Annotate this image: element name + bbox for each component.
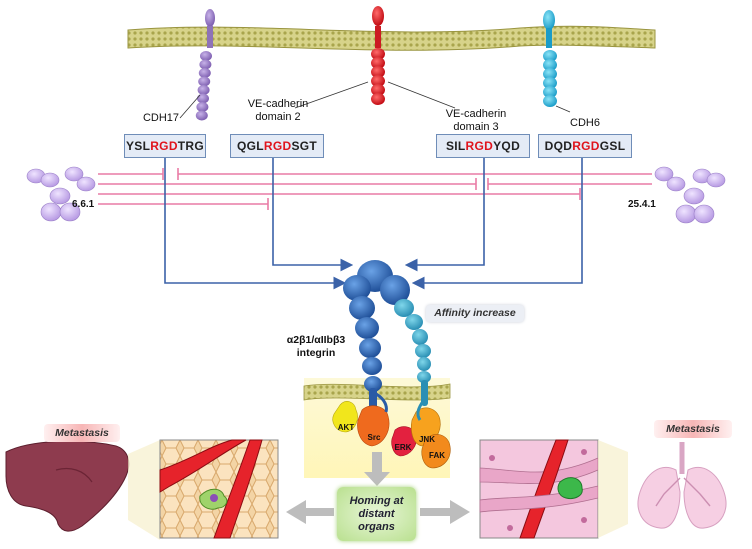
antibody-right-label: 25.4.1 bbox=[628, 199, 656, 210]
integrin-label-line2: integrin bbox=[296, 347, 336, 359]
ve-domain2-leader bbox=[294, 81, 369, 109]
cdh17chain-bead bbox=[195, 110, 208, 121]
cdh17chain-bead bbox=[198, 76, 211, 87]
cdh6chain-bead bbox=[543, 95, 557, 107]
ve3-seq-post: YQD bbox=[493, 139, 521, 153]
lung-zoom-wedge bbox=[598, 440, 628, 538]
lung-tissue-zoom bbox=[479, 439, 599, 539]
binding-arrows bbox=[164, 156, 583, 290]
kinase-erk-label: ERK bbox=[394, 443, 412, 452]
cdh17-seq-post: TRG bbox=[177, 139, 205, 153]
ve2-seq-pre: QGL bbox=[236, 139, 264, 153]
downstream-arrows bbox=[286, 452, 470, 524]
cdh17-leader bbox=[179, 94, 201, 119]
cdh17chain-bead bbox=[197, 85, 210, 95]
cdh17chain-bead bbox=[199, 59, 212, 70]
ve-domain2-label: VE-cadherin domain 2 bbox=[240, 98, 316, 124]
affinity-increase-label: Affinity increase bbox=[426, 305, 524, 322]
ve-domain2-label-line2: domain 2 bbox=[255, 111, 301, 123]
homing-line2: distant bbox=[358, 507, 395, 520]
vechain-bead bbox=[371, 66, 385, 78]
lungs-organ bbox=[637, 442, 727, 529]
antibody-right bbox=[654, 166, 726, 224]
cdh17-seq-pre: YSL bbox=[125, 139, 151, 153]
cdh6-seq-post: GSL bbox=[599, 139, 626, 153]
antibody-left-label: 6.6.1 bbox=[72, 199, 95, 210]
cdh6chain-bead bbox=[543, 68, 557, 80]
kinase-src-label: Src bbox=[367, 433, 381, 442]
vechain-bead bbox=[371, 75, 385, 87]
ve3-seq-pre: SIL bbox=[445, 139, 466, 153]
homing-line3: organs bbox=[358, 520, 395, 533]
liver-tissue-zoom bbox=[159, 439, 279, 539]
kinase-jnk-label: JNK bbox=[418, 435, 435, 444]
cdh17chain-bead bbox=[196, 102, 209, 112]
ve-domain3-label-line2: domain 3 bbox=[453, 121, 499, 133]
cdh6-label: CDH6 bbox=[570, 117, 600, 129]
metastasis-right-label: Metastasis bbox=[654, 420, 732, 438]
liver-zoom-wedge bbox=[128, 440, 160, 540]
kinase-fak-label: FAK bbox=[429, 451, 445, 460]
integrin-label: α2β1/αIIbβ3 integrin bbox=[278, 334, 354, 360]
cdh17-peptide-box: YSLRGDTRG bbox=[124, 134, 206, 158]
cdh6-seq-rgd: RGD bbox=[572, 139, 600, 153]
blocking-lines bbox=[98, 168, 652, 210]
cdh17chain-bead bbox=[197, 93, 209, 104]
ve-domain3-label-line1: VE-cadherin bbox=[445, 108, 507, 120]
cdh6chain-bead bbox=[543, 50, 557, 62]
vechain-bead bbox=[371, 84, 385, 96]
cdh17chain-bead bbox=[198, 68, 211, 78]
ve-domain3-label: VE-cadherin domain 3 bbox=[438, 108, 514, 134]
vechain-bead bbox=[371, 57, 385, 69]
ve-domain2-label-line1: VE-cadherin bbox=[247, 98, 309, 110]
cdh6chain-bead bbox=[543, 86, 557, 98]
cdh17chain-bead bbox=[200, 51, 212, 61]
vechain-bead bbox=[371, 48, 385, 60]
kinase-akt-label: AKT bbox=[337, 423, 355, 432]
homing-outcome-box: Homing at distant organs bbox=[337, 487, 416, 541]
antibody-left bbox=[26, 166, 96, 222]
liver-organ bbox=[5, 440, 130, 532]
cdh6-protein bbox=[543, 10, 557, 107]
ve-domain2-peptide-box: QGLRGDSGT bbox=[230, 134, 324, 158]
ve-domain3-leader bbox=[387, 81, 456, 109]
cdh17-label: CDH17 bbox=[142, 112, 180, 124]
cdh6chain-bead bbox=[543, 59, 557, 71]
ve2-seq-post: SGT bbox=[291, 139, 318, 153]
vechain-bead bbox=[371, 93, 385, 105]
cdh6-seq-pre: DQD bbox=[544, 139, 573, 153]
ve-cadherin-protein bbox=[371, 6, 385, 105]
ve3-seq-rgd: RGD bbox=[465, 139, 494, 153]
kinase-cluster bbox=[332, 390, 451, 469]
homing-line1: Homing at bbox=[349, 494, 404, 507]
metastasis-left-label: Metastasis bbox=[44, 424, 120, 442]
cdh6-leader bbox=[555, 105, 571, 113]
top-membrane bbox=[127, 25, 656, 51]
cdh6chain-bead bbox=[543, 77, 557, 89]
integrin-label-line1: α2β1/αIIbβ3 bbox=[286, 334, 346, 346]
ve-domain3-peptide-box: SILRGDYQD bbox=[436, 134, 530, 158]
ve2-seq-rgd: RGD bbox=[263, 139, 292, 153]
cdh17-seq-rgd: RGD bbox=[150, 139, 178, 153]
cdh6-peptide-box: DQDRGDGSL bbox=[538, 134, 632, 158]
cdh17-protein bbox=[195, 9, 215, 121]
